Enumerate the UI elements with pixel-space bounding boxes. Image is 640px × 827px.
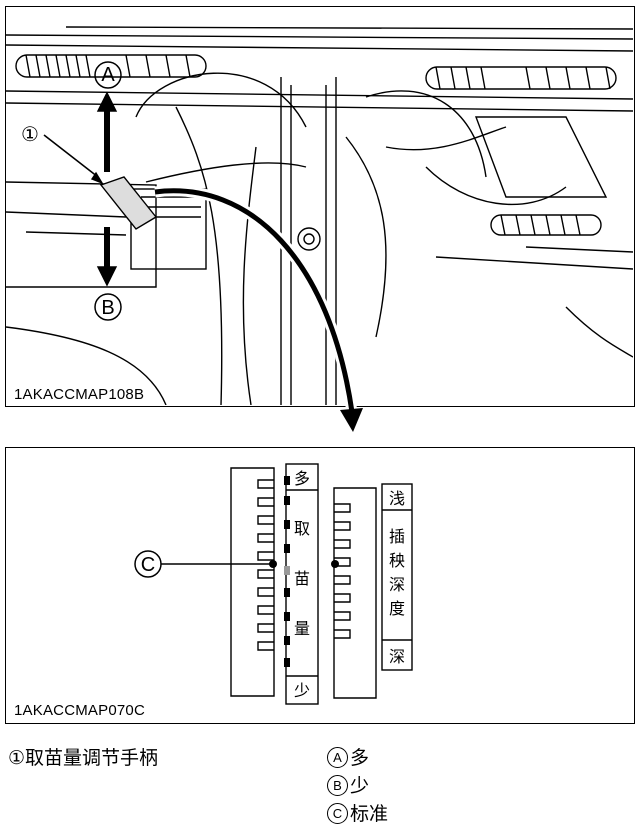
left-scale-middle-label: 量	[294, 619, 310, 638]
detail-arrow-shaft	[154, 188, 355, 413]
control-cable	[135, 72, 567, 405]
left-comb-plate	[230, 467, 275, 697]
legend-item-lever: ①取苗量调节手柄	[8, 743, 158, 770]
arrow-down-head	[96, 266, 118, 287]
right-scale-strip	[381, 483, 413, 671]
callout-one-label: ①	[21, 124, 39, 146]
column-bolt	[303, 233, 315, 245]
left-scale-middle-label: 苗	[294, 569, 310, 588]
left-scale-pointer	[269, 560, 277, 568]
frame-rail	[6, 26, 633, 52]
bottom-detail-panel: C 多 取 苗 量 少 浅 插 秧 深 度 深 1AKACCMAP070C	[5, 447, 635, 724]
legend-c-text: 标准	[350, 803, 389, 825]
bottom-figure-code: 1AKACCMAP070C	[14, 702, 145, 719]
top-illustration-panel: A B ① 1AKACCMAP108B	[5, 6, 635, 407]
callout-one-leader	[43, 134, 99, 178]
legend-b-text: 少	[350, 775, 370, 797]
spring-lower-right	[490, 214, 602, 236]
callout-c-label: C	[141, 554, 155, 576]
left-scale-bottom-label: 少	[294, 681, 310, 700]
amount-adjust-lever	[99, 176, 158, 230]
scale-detail-illustration: C 多 取 苗 量 少 浅 插 秧 深 度 深	[134, 463, 413, 705]
legend-item-lever-text: ①取苗量调节手柄	[8, 747, 159, 769]
right-scale-middle-label: 度	[389, 599, 405, 618]
right-scale-middle-label: 秧	[389, 551, 405, 570]
callout-one-arrowhead	[90, 171, 104, 185]
legend-a-circle: A	[327, 747, 348, 768]
callout-b-circle	[94, 293, 122, 321]
right-scale-top-label: 浅	[389, 489, 405, 508]
right-comb-plate	[333, 487, 377, 699]
callout-b-label: B	[101, 297, 114, 319]
lower-contour	[6, 306, 633, 405]
right-bracket	[435, 116, 633, 270]
arrow-up-head	[96, 91, 118, 112]
spring-left	[15, 54, 207, 78]
legend-a-text: 多	[350, 747, 370, 769]
legend-c-circle: C	[327, 803, 348, 824]
callout-a-label: A	[101, 64, 115, 86]
right-scale-pointer	[331, 560, 339, 568]
right-scale-middle-label: 深	[389, 575, 405, 594]
callout-a-circle	[94, 61, 122, 89]
right-scale-middle-label: 插	[389, 527, 405, 546]
left-scale-top-label: 多	[294, 469, 310, 488]
spring-right	[425, 66, 617, 90]
left-scale-middle-label: 取	[294, 519, 310, 538]
left-comb-teeth	[257, 479, 274, 651]
legend-b-circle: B	[327, 775, 348, 796]
column-bolt	[297, 227, 321, 251]
left-scale-standard-mark	[284, 566, 290, 575]
left-scale-ticks	[284, 476, 290, 667]
detail-arrow-head	[340, 408, 363, 432]
right-scale-bottom-label: 深	[389, 647, 405, 666]
right-comb-teeth	[334, 503, 351, 639]
top-figure-code: 1AKACCMAP108B	[14, 386, 145, 403]
left-scale-strip	[285, 463, 319, 705]
detail-arrow	[154, 188, 363, 432]
